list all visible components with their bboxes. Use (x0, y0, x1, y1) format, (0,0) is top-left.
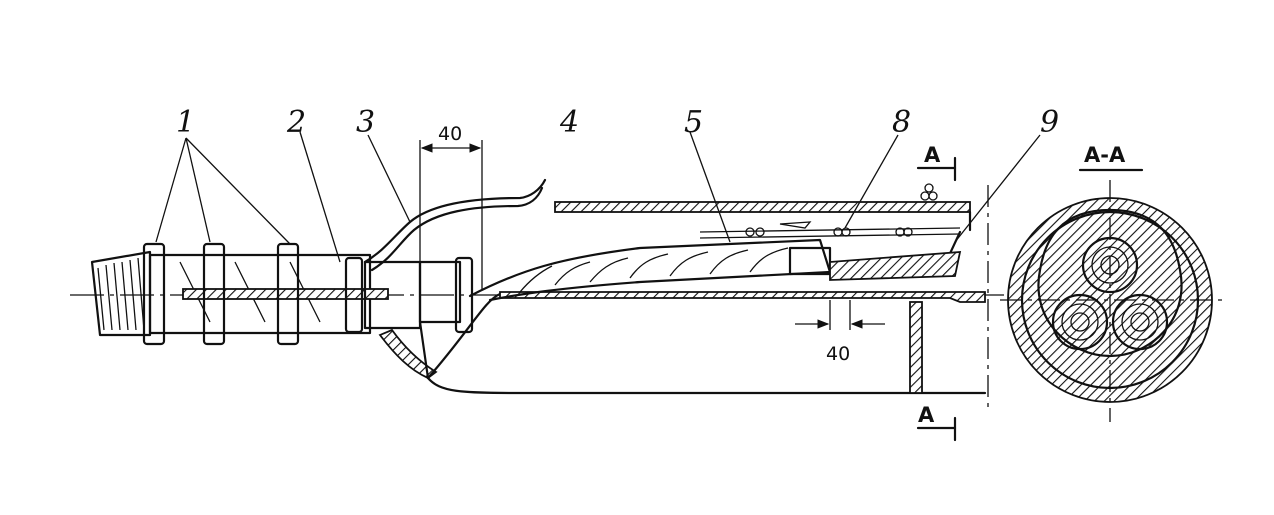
label-4: 4 (559, 105, 579, 140)
label-9: 9 (1040, 105, 1059, 140)
leader-lines (155, 131, 1041, 263)
grounding-wire (363, 178, 547, 272)
cable-conductor-strands (90, 250, 152, 337)
label-5: 5 (684, 105, 703, 140)
dimension-top (419, 140, 483, 322)
section-mark-bottom: A (918, 403, 935, 427)
label-3: 3 (356, 105, 375, 140)
section-mark-top: A (924, 143, 941, 167)
label-1: 1 (176, 105, 195, 140)
label-2: 2 (286, 105, 306, 140)
binding-clamps (142, 242, 364, 346)
section-line (916, 156, 989, 442)
cable-armour (148, 253, 389, 335)
insulation-taping (468, 183, 962, 302)
dimension-bottom-label: 40 (826, 343, 850, 365)
label-8: 8 (892, 105, 911, 140)
cross-section-view (1000, 168, 1225, 422)
dimension-bottom (795, 300, 885, 330)
joint-sleeve (378, 201, 987, 395)
dimension-top-label: 40 (438, 123, 462, 145)
section-view-title: A-A (1084, 143, 1126, 167)
